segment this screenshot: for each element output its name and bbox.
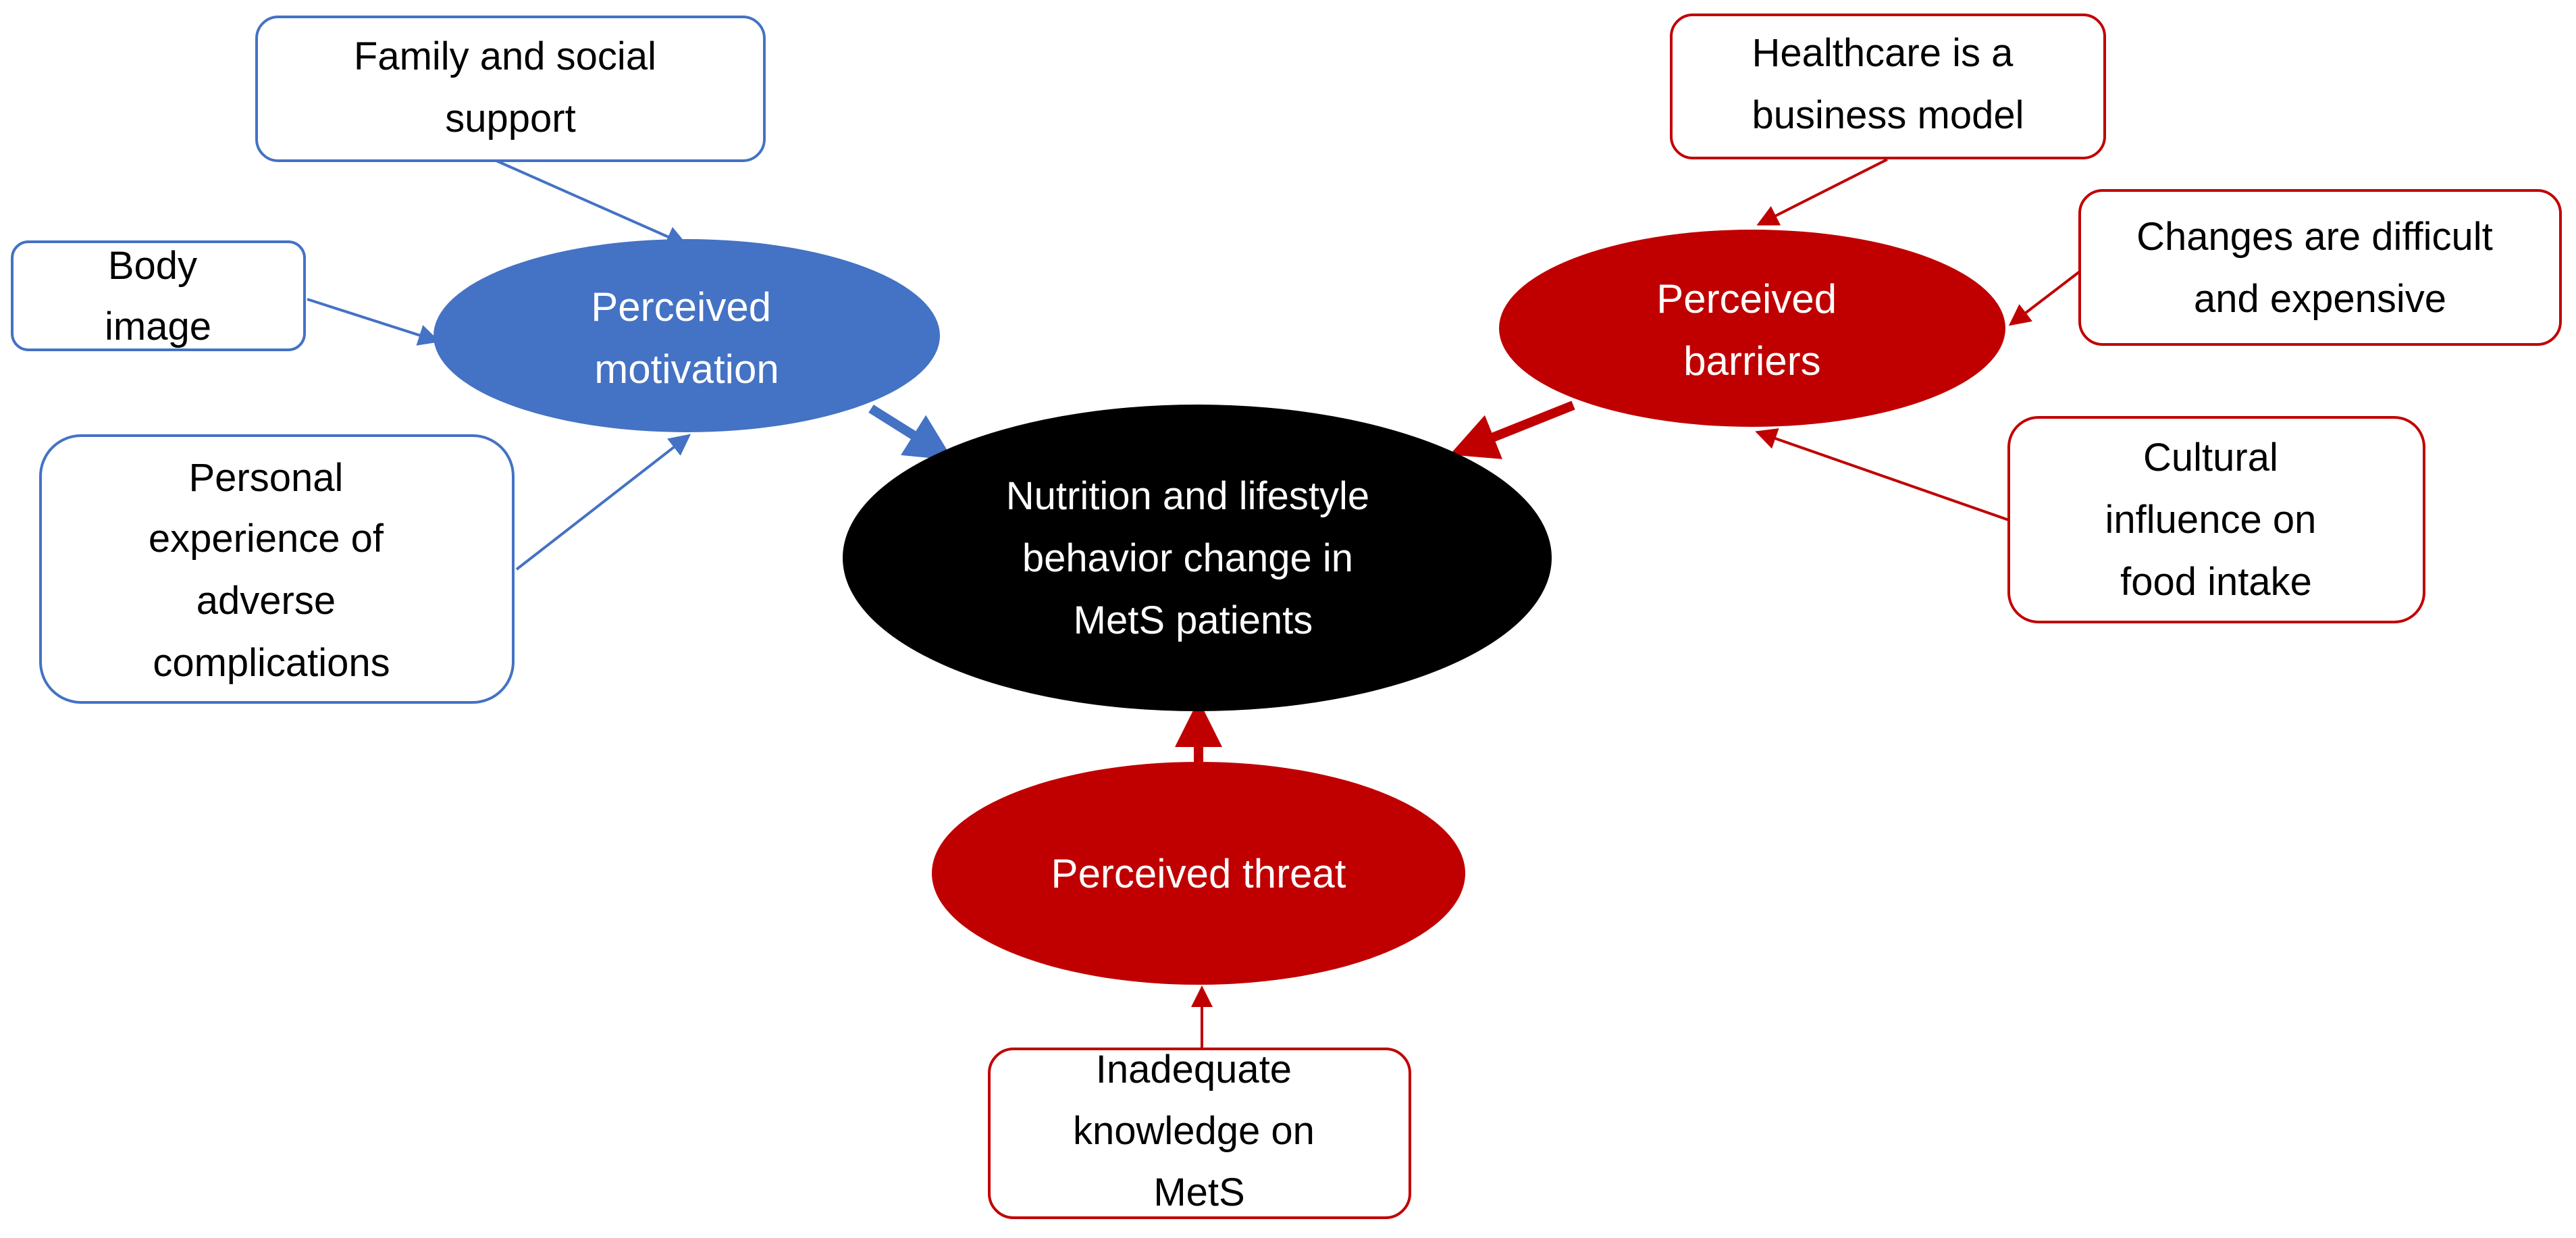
node-line: barriers [1683, 338, 1820, 384]
node-line: motivation [594, 346, 779, 392]
connectors [307, 158, 2081, 1049]
arrow-family-to-motivation [496, 159, 688, 247]
perceived-motivation-node: Perceived motivation [433, 239, 940, 432]
svg-text:Healthcare is a business: Healthcare is a business model [1752, 31, 2024, 137]
factor-line: Changes are difficult [2136, 215, 2493, 259]
center-line: behavior change in [1022, 536, 1353, 580]
factor-line: Inadequate [1096, 1048, 1292, 1091]
behavior-change-center-node: Nutrition and lifestyle behavior change … [843, 405, 1552, 711]
factor-line: knowledge on [1073, 1109, 1315, 1153]
svg-text:Personal experience of: Personal experience of adverse complicat… [149, 456, 394, 685]
factor-line: business model [1752, 93, 2024, 137]
factor-line: adverse [196, 579, 336, 623]
center-line: Nutrition and lifestyle [1006, 474, 1369, 518]
barrier-factor-cultural-influence: Cultural influence on food intake [2007, 416, 2425, 623]
factor-line: food intake [2120, 560, 2312, 604]
arrow-cultural-to-barriers [1755, 428, 2009, 521]
arrow-changes-to-barriers [2008, 270, 2081, 326]
factor-line: complications [153, 641, 390, 685]
barrier-factor-changes-difficult: Changes are difficult and expensive [2078, 189, 2562, 346]
perceived-threat-node: Perceived threat [932, 762, 1465, 985]
factor-line: Family and social [354, 34, 656, 78]
svg-text:Perceived barriers: Perceived barriers [1656, 276, 1847, 384]
svg-text:Perceived threat: Perceived threat [1051, 851, 1346, 896]
arrow-motivation-to-center [868, 405, 953, 461]
factor-line: image [105, 305, 211, 349]
factor-line: Body [108, 244, 197, 288]
svg-text:Changes are difficult an: Changes are difficult and expensive [2136, 215, 2504, 321]
factor-line: Personal [188, 456, 343, 500]
factor-line: Cultural [2143, 436, 2278, 480]
arrow-body-image-to-motivation [307, 298, 440, 346]
threat-factor-inadequate-knowledge: Inadequate knowledge on MetS [988, 1048, 1411, 1219]
node-line: Perceived [1656, 276, 1837, 321]
svg-text:Cultural influence on: Cultural influence on food intake [2105, 436, 2328, 604]
arrow-experience-to-motivation [515, 434, 691, 571]
barrier-factor-healthcare-business: Healthcare is a business model [1670, 14, 2106, 159]
perceived-barriers-node: Perceived barriers [1499, 230, 2005, 427]
center-line: MetS patients [1074, 598, 1313, 642]
svg-text:Family and social suppor: Family and social support [354, 34, 667, 140]
factor-line: Healthcare is a [1752, 31, 2014, 75]
motivation-factor-personal-experience: Personal experience of adverse complicat… [39, 434, 515, 704]
arrow-healthcare-to-barriers [1756, 158, 1888, 226]
svg-text:Inadequate knowledge on: Inadequate knowledge on MetS [1073, 1048, 1325, 1214]
svg-text:Nutrition and lifestyle: Nutrition and lifestyle behavior change … [1006, 474, 1381, 642]
factor-line: support [445, 97, 575, 140]
factor-line: influence on [2105, 498, 2317, 542]
motivation-factor-family-support: Family and social support [255, 16, 766, 162]
factor-line: and expensive [2194, 277, 2446, 321]
node-line: Perceived [591, 284, 771, 330]
factor-line: MetS [1153, 1170, 1244, 1214]
svg-text:Perceived motivation: Perceived motivation [591, 284, 782, 392]
factor-line: experience of [149, 517, 384, 561]
node-line: Perceived threat [1051, 851, 1346, 896]
arrow-barriers-to-center [1450, 401, 1575, 459]
svg-text:Body image: Body image [105, 244, 211, 349]
motivation-factor-body-image: Body image [11, 240, 306, 351]
